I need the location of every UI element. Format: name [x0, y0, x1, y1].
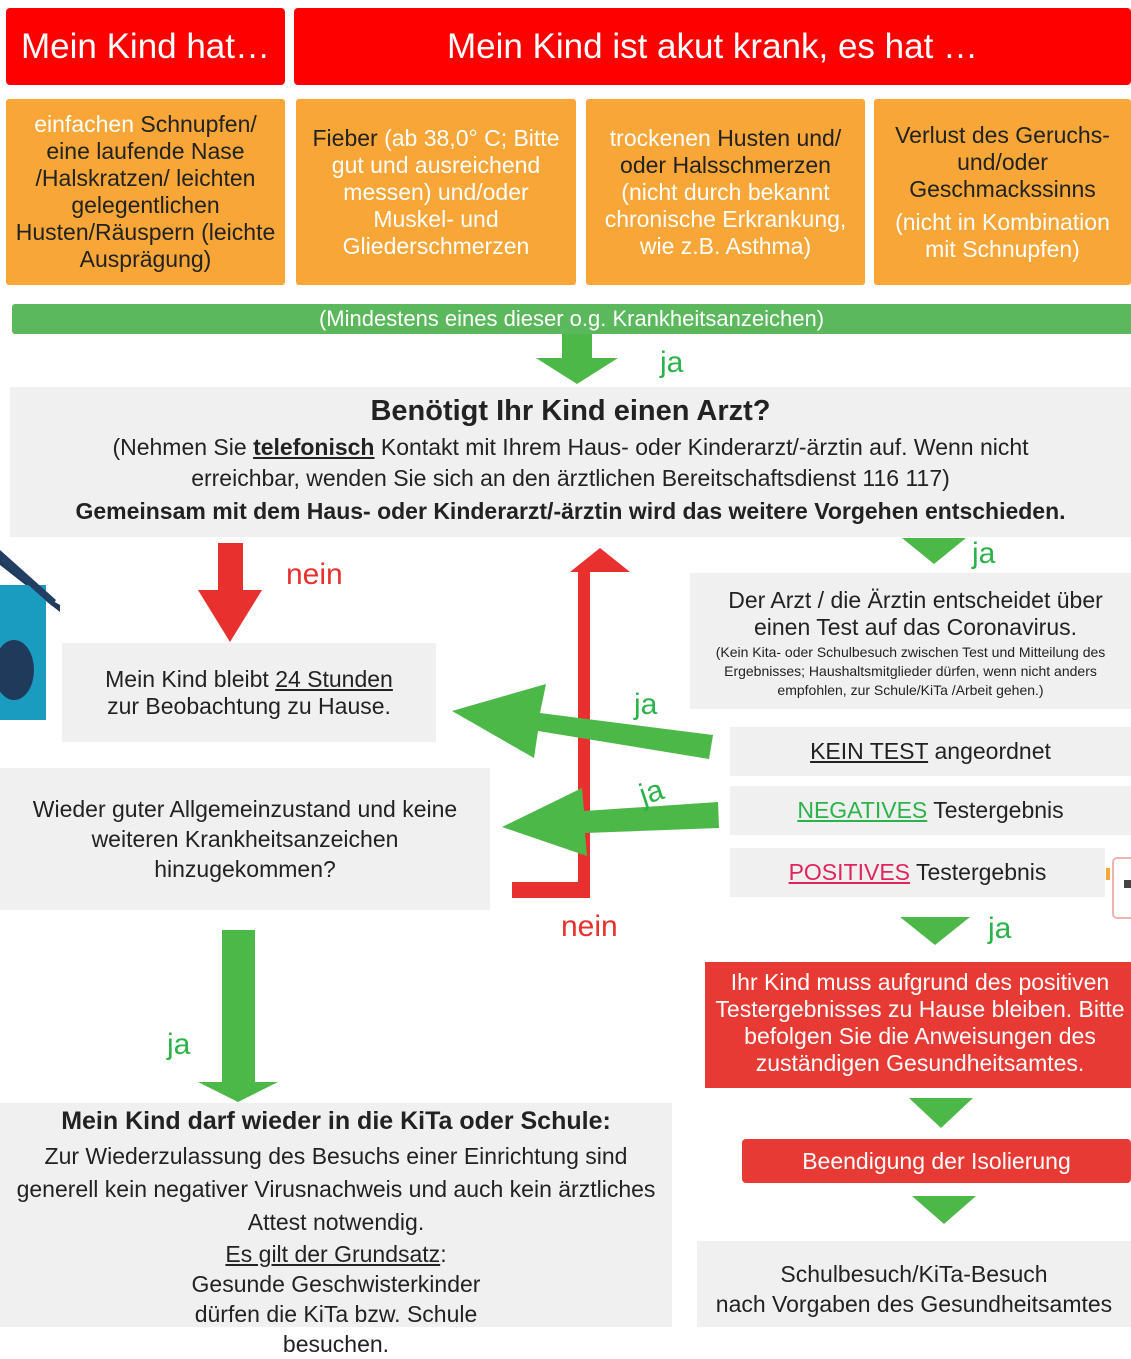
isolation-end-box: Beendigung der Isolierung — [742, 1139, 1131, 1183]
doctor-line2: erreichbar, wenden Sie sich an den ärztl… — [191, 465, 950, 491]
stay-home-box: Mein Kind bleibt 24 Stunden zur Beobacht… — [62, 643, 436, 742]
document-icon — [1112, 857, 1131, 919]
header-left: Mein Kind hat… — [6, 8, 285, 85]
arrow-down-1 — [536, 334, 618, 384]
triangle-1 — [902, 538, 966, 564]
label-ja-1: ja — [660, 346, 684, 379]
arrow-nein-down — [198, 543, 262, 642]
result-negative: NEGATIVES Testergebnis — [730, 786, 1131, 835]
arrow-ja-down-big — [198, 930, 278, 1102]
label-nein-2: nein — [561, 910, 618, 943]
green-bar-text: (Mindestens eines dieser o.g. Krankheits… — [318, 306, 825, 331]
doctor-line3: Gemeinsam mit dem Haus- oder Kinderarzt/… — [75, 498, 1066, 524]
symptom-fever: Fieber (ab 38,0° C; Bitte gut und ausrei… — [296, 99, 576, 285]
label-ja-3: ja — [634, 688, 658, 721]
symptom-smell: Verlust des Geruchs- und/oder Geschmacks… — [874, 99, 1131, 285]
doctor-title: Benötigt Ihr Kind einen Arzt? — [370, 395, 771, 427]
triangle-2 — [900, 917, 970, 945]
label-ja-2: ja — [972, 537, 996, 570]
test-decision-small: (Kein Kita- oder Schulbesuch zwischen Te… — [715, 644, 1106, 698]
label-ja-5: ja — [988, 912, 1012, 945]
return-body: Zur Wiederzulassung des Besuchs einer Ei… — [16, 1143, 656, 1235]
return-title: Mein Kind darf wieder in die KiTa oder S… — [61, 1107, 611, 1135]
result-no-test: KEIN TEST angeordnet — [730, 727, 1131, 776]
header-right-text: Mein Kind ist akut krank, es hat … — [446, 26, 979, 66]
arrow-ja-left-2 — [502, 788, 719, 856]
test-decision-box: Der Arzt / die Ärztin entscheidet über e… — [690, 573, 1131, 709]
triangle-3 — [909, 1098, 973, 1128]
label-ja-6: ja — [167, 1028, 191, 1061]
result-positive: POSITIVES Testergebnis — [730, 848, 1105, 897]
symptom-cough: trockenen Husten und/ oder Halsschmerzen… — [586, 99, 865, 285]
recovery-question-box: Wieder guter Allgemeinzustand und keine … — [0, 768, 490, 910]
positive-info-box: Ihr Kind muss aufgrund des positiven Tes… — [705, 962, 1131, 1088]
triangle-4 — [912, 1196, 976, 1224]
return-siblings: Gesunde Geschwisterkinder dürfen die KiT… — [191, 1271, 481, 1357]
flow-graphics — [0, 304, 1131, 1224]
green-bar — [12, 304, 1131, 334]
test-decision-main: Der Arzt / die Ärztin entscheidet über e… — [728, 587, 1103, 640]
school-visit-box: Schulbesuch/KiTa-Besuch nach Vorgaben de… — [697, 1241, 1131, 1327]
return-principle: Es gilt der Grundsatz: — [225, 1241, 447, 1267]
label-nein-1: nein — [286, 558, 343, 591]
house-icon — [0, 550, 60, 720]
header-left-text: Mein Kind hat… — [20, 26, 271, 66]
header-right: Mein Kind ist akut krank, es hat … — [294, 8, 1131, 85]
doctor-line1: (Nehmen Sie telefonisch Kontakt mit Ihre… — [112, 434, 1029, 460]
symptom-cold: einfachen Schnupfen/ eine laufende Nase … — [6, 99, 285, 285]
arrow-ja-left-1 — [452, 684, 713, 759]
doctor-question-box: Benötigt Ihr Kind einen Arzt? (Nehmen Si… — [10, 387, 1131, 537]
return-box: Mein Kind darf wieder in die KiTa oder S… — [0, 1103, 672, 1357]
